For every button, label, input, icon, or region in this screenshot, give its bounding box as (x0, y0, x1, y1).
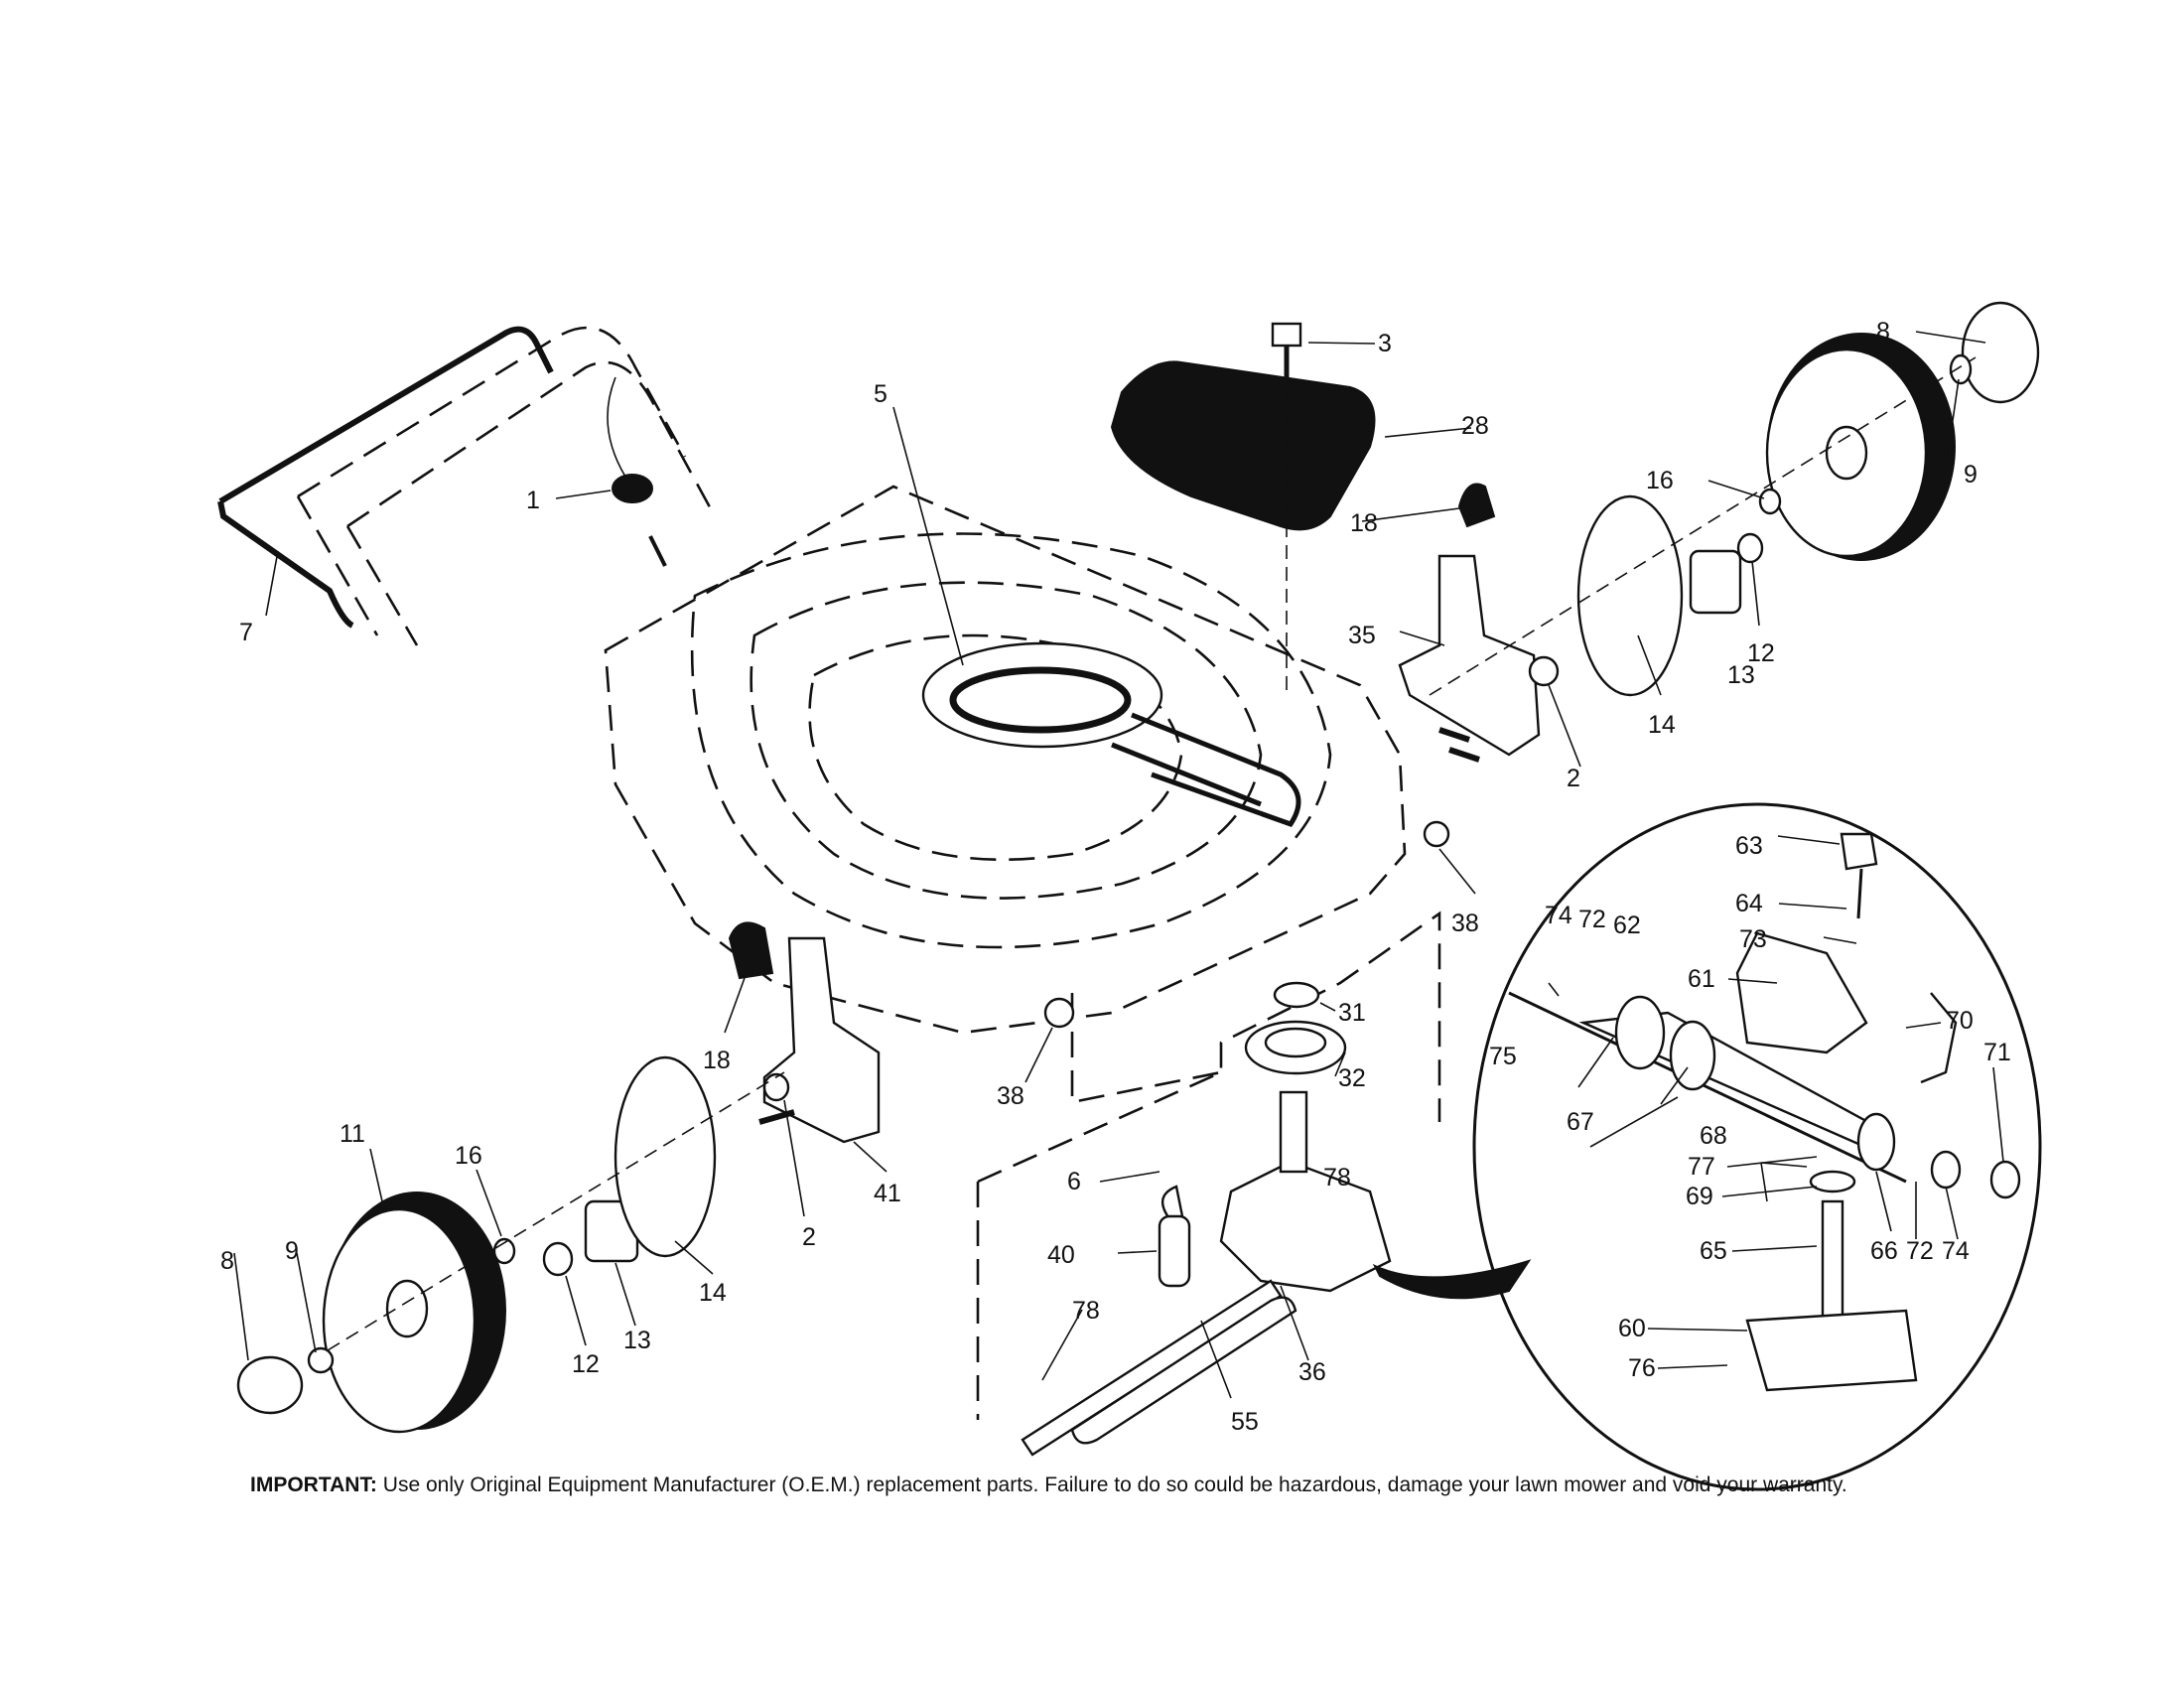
callout-61: 61 (1688, 965, 1715, 993)
callout-9-left: 9 (285, 1237, 299, 1265)
callout-40: 40 (1047, 1241, 1075, 1269)
callout-63: 63 (1735, 832, 1763, 860)
notice-text: Use only Original Equipment Manufacturer… (382, 1474, 1847, 1496)
wheel-right (1765, 333, 1956, 561)
wheel-left (322, 1192, 506, 1434)
callout-11: 11 (340, 1120, 365, 1148)
height-adjuster-right (1398, 483, 1541, 763)
callout-71: 71 (1983, 1039, 2011, 1066)
callout-41: 41 (874, 1180, 901, 1207)
callout-73: 73 (1739, 925, 1767, 953)
important-notice: IMPORTANT: Use only Original Equipment M… (250, 1474, 2136, 1497)
callout-64: 64 (1735, 890, 1763, 917)
callout-13-right: 13 (1727, 661, 1755, 689)
callout-74-upper: 74 (1545, 902, 1572, 929)
callout-28: 28 (1461, 412, 1489, 440)
right-wheel-drive-parts (1423, 356, 1977, 848)
callout-18-left: 18 (703, 1047, 731, 1074)
callout-16-left: 16 (455, 1142, 482, 1170)
callout-14-left: 14 (699, 1279, 727, 1307)
leader-lines (233, 331, 2004, 1399)
callout-8-right: 8 (1876, 318, 1890, 346)
callout-18-right: 18 (1350, 509, 1378, 537)
notice-label: IMPORTANT: (250, 1474, 377, 1496)
callout-7: 7 (239, 619, 253, 646)
callout-14-right: 14 (1648, 711, 1676, 739)
callout-76: 76 (1628, 1354, 1656, 1382)
callout-8-left: 8 (220, 1247, 234, 1275)
bolt (1271, 322, 1302, 695)
callout-2-right: 2 (1567, 765, 1580, 792)
callout-77: 77 (1688, 1153, 1715, 1181)
callout-3: 3 (1378, 330, 1392, 357)
hub-cap-right (1949, 301, 2040, 404)
callout-72-upper: 72 (1578, 906, 1606, 933)
callout-75: 75 (1489, 1043, 1517, 1070)
cable-clip (607, 376, 667, 567)
belt-cover (1110, 360, 1376, 531)
callout-67: 67 (1567, 1108, 1594, 1136)
drive-belt (921, 641, 1301, 828)
callout-36: 36 (1298, 1358, 1326, 1386)
callout-32: 32 (1338, 1064, 1366, 1092)
mower-deck (604, 485, 1407, 1104)
callout-69: 69 (1686, 1183, 1713, 1210)
callout-6: 6 (1067, 1168, 1081, 1195)
callout-66: 66 (1870, 1237, 1898, 1265)
callout-labels: 1 7 5 3 28 18 35 8 9 16 12 13 14 2 38 18… (220, 318, 2011, 1436)
callout-31: 31 (1338, 999, 1366, 1027)
callout-35: 35 (1348, 622, 1376, 649)
callout-12-right: 12 (1747, 639, 1775, 667)
callout-60: 60 (1618, 1315, 1646, 1342)
callout-65: 65 (1700, 1237, 1727, 1265)
transmission-inset (1372, 802, 2042, 1491)
callout-2-left: 2 (802, 1223, 816, 1251)
height-adjuster-left (728, 921, 881, 1144)
callout-1: 1 (526, 487, 540, 514)
callout-9-right: 9 (1964, 461, 1978, 489)
left-wheel-drive-parts (327, 1055, 790, 1351)
hub-cap-left (236, 1346, 335, 1415)
handle-assembly (217, 326, 717, 646)
callout-78-upper: 78 (1323, 1164, 1351, 1192)
callout-5: 5 (874, 380, 887, 408)
callout-55: 55 (1231, 1408, 1259, 1436)
callout-38-left: 38 (997, 1082, 1024, 1110)
callout-16-right: 16 (1646, 467, 1674, 494)
callout-12-left: 12 (572, 1350, 600, 1378)
callout-62: 62 (1613, 912, 1641, 939)
callout-70: 70 (1946, 1007, 1974, 1035)
nut-left (1043, 997, 1075, 1029)
callout-38-right: 38 (1451, 910, 1479, 937)
callout-74-lower: 74 (1942, 1237, 1970, 1265)
callout-72-lower: 72 (1906, 1237, 1934, 1265)
callout-68: 68 (1700, 1122, 1727, 1150)
callout-78-lower: 78 (1072, 1297, 1100, 1325)
callout-13-left: 13 (623, 1327, 651, 1354)
transmission-group (976, 911, 1441, 1457)
